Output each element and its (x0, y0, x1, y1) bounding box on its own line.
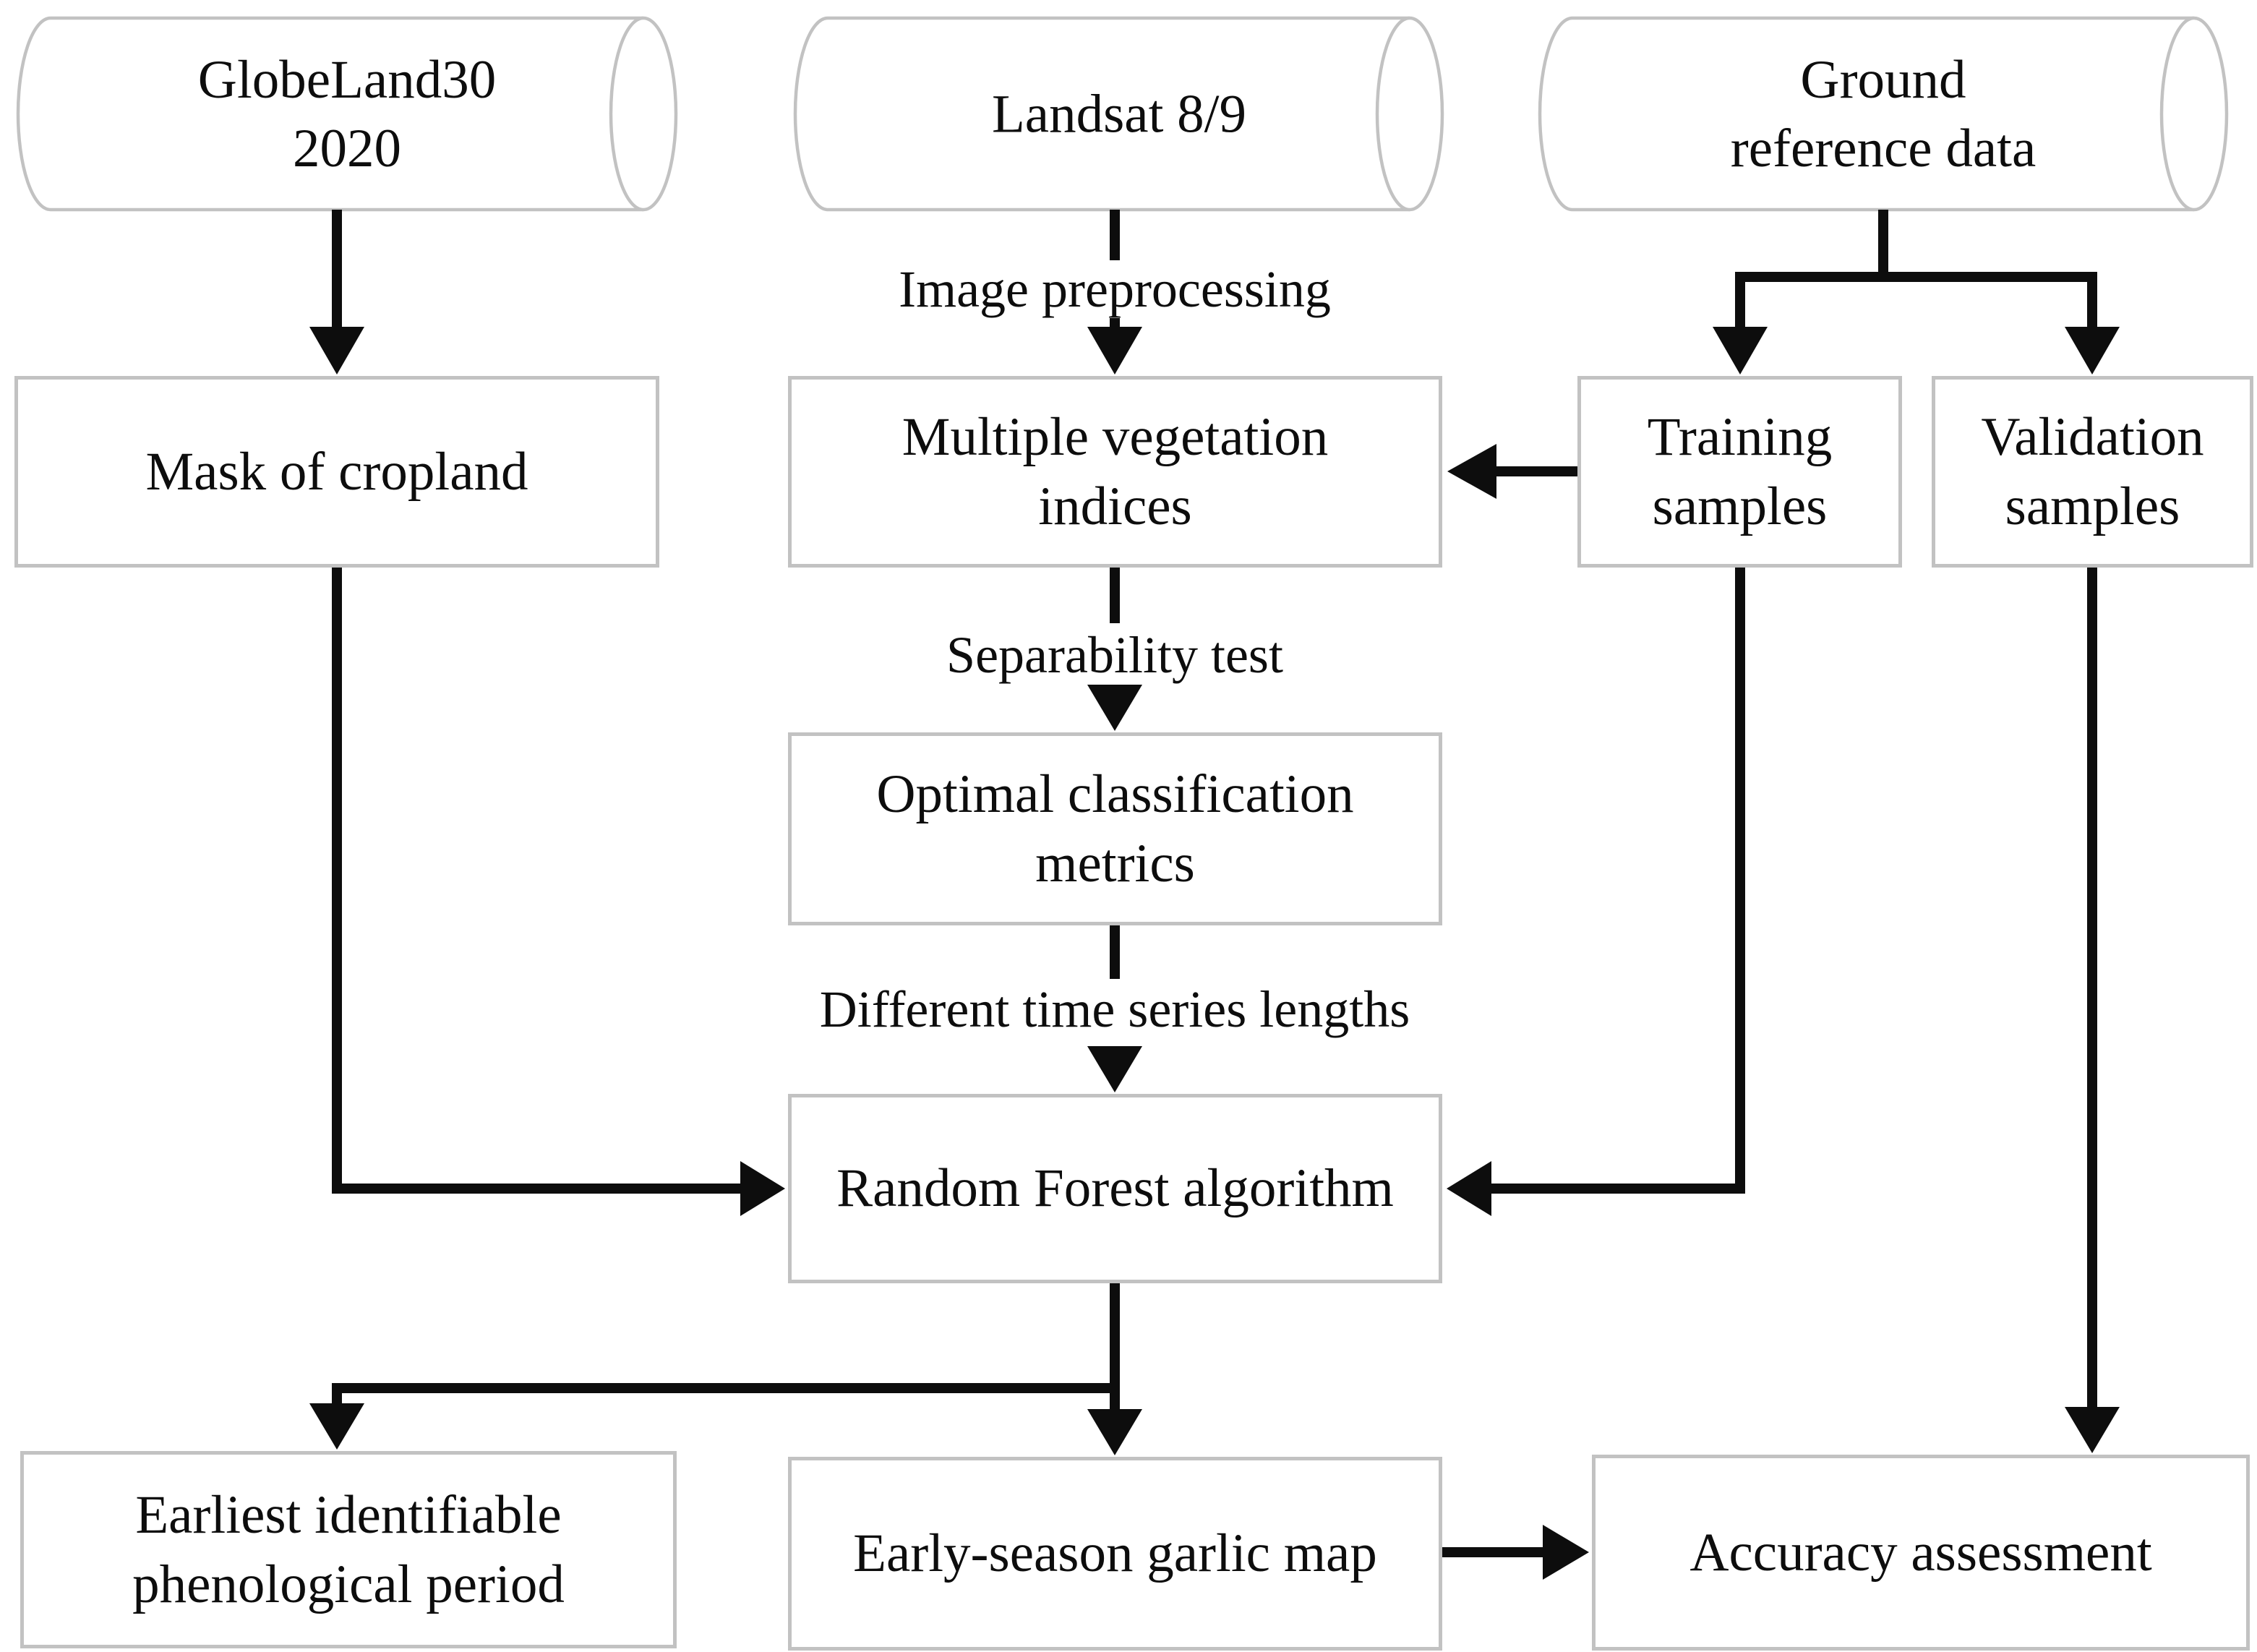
landsat-cylinder-label: Landsat 8/9 (991, 84, 1247, 145)
accuracy-assessment-label: Accuracy assessment (1689, 1522, 2152, 1583)
garlic-map-label: Early-season garlic map (853, 1523, 1377, 1583)
arrow-garlic-to-accuracy (1442, 1525, 1589, 1580)
earliest-period-box: Earliest identifiable phenological perio… (20, 1451, 677, 1648)
vegetation-indices-label: Multiple vegetation indices (901, 406, 1329, 536)
arrow-training-to-mvi (1447, 444, 1577, 499)
accuracy-assessment-box: Accuracy assessment (1592, 1455, 2250, 1651)
arrow-ground-split (1713, 210, 2120, 375)
arrow-training-to-rf (1447, 568, 1745, 1216)
ground-cylinder-label: Ground reference data (1730, 50, 2037, 179)
random-forest-box: Random Forest algorithm (788, 1094, 1442, 1283)
arrow-mask-to-rf (332, 568, 785, 1216)
landsat-cylinder-shape (793, 16, 1444, 212)
globeland-cylinder-shape (16, 16, 678, 212)
training-samples-label: Training samples (1647, 406, 1833, 536)
training-samples-box: Training samples (1577, 376, 1902, 568)
edge-label-image-preprocessing: Image preprocessing (899, 260, 1331, 318)
arrow-optimal-to-rf (1087, 925, 1142, 1092)
mask-of-cropland-label: Mask of cropland (145, 441, 528, 502)
vegetation-indices-box: Multiple vegetation indices (788, 376, 1442, 568)
arrow-globeland-to-mask (309, 210, 364, 375)
random-forest-label: Random Forest algorithm (836, 1158, 1394, 1218)
globeland-cylinder-label: GlobeLand30 2020 (197, 50, 497, 179)
arrow-mvi-to-optimal (1087, 568, 1142, 731)
garlic-map-box: Early-season garlic map (788, 1457, 1442, 1651)
ground-cylinder-shape (1538, 16, 2229, 212)
arrow-landsat-to-mvi (1087, 210, 1142, 375)
validation-samples-label: Validation samples (1981, 406, 2204, 536)
arrow-rf-branch (309, 1283, 1142, 1455)
optimal-metrics-label: Optimal classification metrics (876, 763, 1354, 894)
optimal-metrics-box: Optimal classification metrics (788, 732, 1442, 925)
edge-label-time-series-lengths: Different time series lengths (819, 980, 1410, 1038)
mask-of-cropland-box: Mask of cropland (14, 376, 659, 568)
edge-label-separability-test: Separability test (946, 626, 1283, 684)
earliest-period-label: Earliest identifiable phenological perio… (132, 1484, 565, 1614)
arrow-validation-to-accuracy (2065, 568, 2120, 1453)
validation-samples-box: Validation samples (1932, 376, 2253, 568)
